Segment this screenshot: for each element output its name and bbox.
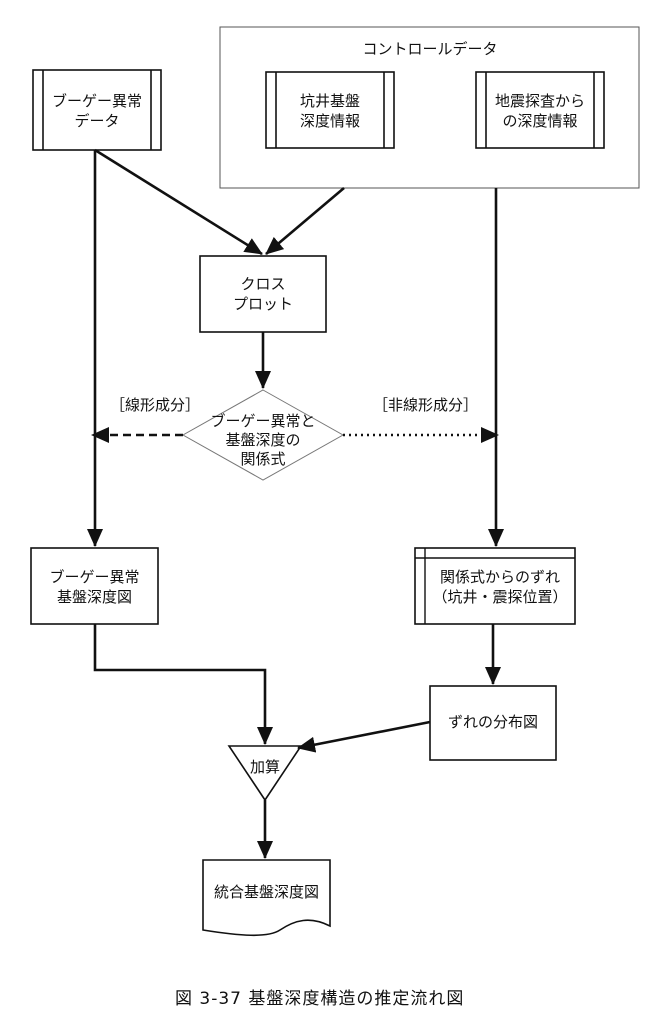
cross-plot-node (199, 255, 327, 333)
deviation-label-line1: 関係式からのずれ (439, 568, 560, 586)
well-depth-label-line1: 坑井基盤 (299, 92, 360, 110)
integrated-map-node (202, 859, 331, 937)
relation-label-line1: ブーゲー異常と (210, 412, 316, 430)
control-data-group-box (219, 26, 640, 189)
deviation-map-label: ずれの分布図 (447, 713, 538, 731)
addition-label: 加算 (249, 758, 280, 776)
seismic-depth-node (475, 71, 605, 149)
relation-label-line3: 関係式 (240, 450, 286, 468)
addition-merge-node (227, 745, 303, 802)
deviation-label-line2: （坑井・震探位置） (432, 588, 568, 606)
bouguer-depth-map-label-line2: 基盤深度図 (56, 588, 132, 606)
seismic-depth-label-line2: の深度情報 (502, 112, 578, 130)
edges (87, 148, 504, 859)
bouguer-data-label-line2: データ (74, 112, 120, 130)
nonlinear-component-label: ［非線形成分］ (373, 396, 479, 414)
bouguer-depth-map-label-line1: ブーゲー異常 (49, 568, 140, 586)
figure-caption: 図 3-37 基盤深度構造の推定流れ図 (175, 989, 465, 1009)
integrated-map-label: 統合基盤深度図 (213, 883, 319, 901)
cross-plot-label-line1: クロス (240, 275, 286, 293)
relation-label-line2: 基盤深度の (225, 431, 301, 449)
deviation-node (414, 547, 576, 625)
control-data-group-label: コントロールデータ (362, 40, 498, 58)
linear-component-label: ［線形成分］ (110, 396, 201, 414)
seismic-depth-label-line1: 地震探査から (494, 92, 585, 110)
relation-decision-node (181, 389, 345, 481)
well-depth-node (265, 71, 395, 149)
bouguer-data-label-line1: ブーゲー異常 (51, 92, 142, 110)
well-depth-label-line2: 深度情報 (299, 112, 360, 130)
cross-plot-label-line2: プロット (232, 295, 293, 313)
bouguer-depth-map-node (30, 547, 159, 625)
deviation-map-node (429, 685, 557, 761)
